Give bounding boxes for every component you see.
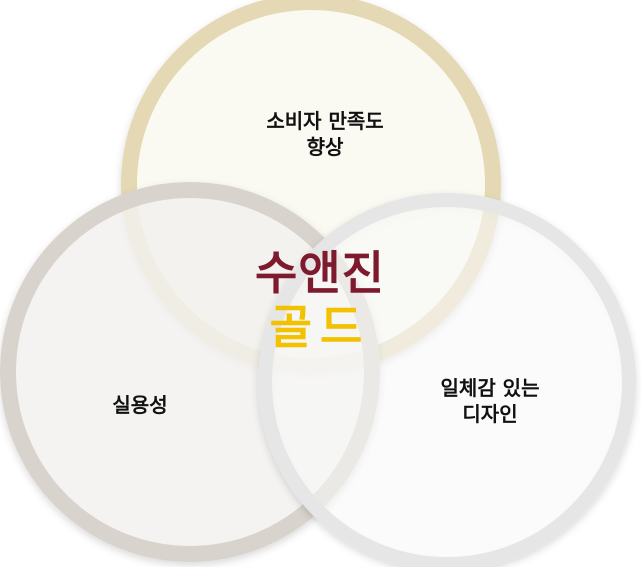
label-right-circle: 일체감 있는 디자인 xyxy=(410,375,570,427)
brand-name-line2: 골드 xyxy=(269,300,371,354)
label-left-circle: 실용성 xyxy=(112,393,168,417)
label-top-line1: 소비자 만족도 xyxy=(266,109,384,133)
center-brand: 수앤진 골드 xyxy=(215,245,425,355)
circle-right xyxy=(258,193,636,571)
label-right-line2: 디자인 xyxy=(462,402,518,426)
label-top-circle: 소비자 만족도 향상 xyxy=(250,108,400,160)
label-top-line2: 향상 xyxy=(306,135,344,159)
brand-name-line1: 수앤진 xyxy=(255,246,385,300)
label-right-line1: 일체감 있는 xyxy=(440,376,540,400)
